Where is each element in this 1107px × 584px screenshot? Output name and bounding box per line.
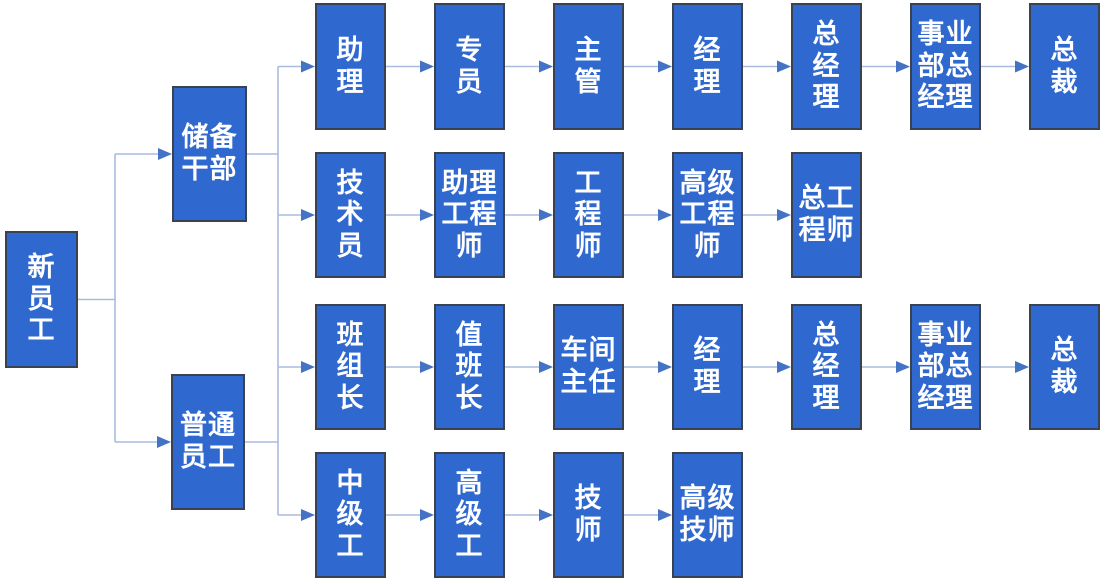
- flow-node-step: 主管: [553, 3, 624, 130]
- flow-node-label-line: 师: [693, 230, 722, 262]
- flow-node-label-line: 干部: [181, 154, 238, 185]
- flow-node-label-line: 技师: [679, 515, 736, 546]
- flow-node-label-line: 总: [812, 19, 841, 51]
- flow-node-label-line: 储备: [181, 122, 238, 154]
- flow-node-label-line: 理: [693, 66, 722, 98]
- flow-node-label-line: 总: [1050, 335, 1079, 367]
- flow-node-step: 专员: [434, 3, 505, 130]
- flow-node-label-line: 组: [336, 351, 365, 383]
- flow-node-label-line: 工程: [679, 199, 736, 231]
- flow-node-step: 经理: [672, 3, 743, 130]
- flow-node-label-line: 主: [574, 34, 603, 66]
- flow-node-label-line: 管: [574, 66, 603, 98]
- flow-node-label-line: 理: [693, 367, 722, 398]
- flow-node-label-line: 事业: [917, 319, 974, 351]
- flow-node-label-line: 助理: [441, 167, 498, 199]
- flow-node-label-line: 经: [693, 34, 722, 66]
- flow-node-step: 经理: [672, 304, 743, 430]
- flow-node-label-line: 车间: [560, 335, 617, 367]
- flow-node-step: 总经理: [791, 3, 862, 130]
- flow-node-label-line: 员: [27, 283, 56, 315]
- flow-node-step: 技师: [553, 452, 624, 578]
- flow-node-branch: 储备干部: [172, 86, 247, 222]
- flow-node-step: 总工程师: [791, 152, 862, 278]
- flow-node-label-line: 总: [812, 319, 841, 351]
- flow-node-step: 车间主任: [553, 304, 624, 430]
- flow-node-label-line: 理: [812, 82, 841, 114]
- flow-node-branch: 普通员工: [171, 374, 245, 510]
- flow-node-label-line: 裁: [1050, 367, 1079, 398]
- flow-node-label-line: 级: [336, 499, 365, 531]
- flow-node-label-line: 经: [812, 50, 841, 82]
- flow-node-label-line: 长: [336, 382, 365, 414]
- flow-node-step: 高级工: [434, 452, 505, 578]
- flow-node-label-line: 员工: [180, 442, 236, 473]
- flow-node-label-line: 理: [336, 66, 365, 98]
- flow-node-step: 班组长: [315, 304, 386, 430]
- flow-node-label-line: 工程: [441, 199, 498, 231]
- flow-node-label-line: 师: [574, 515, 603, 546]
- flow-node-step: 事业部总经理: [910, 3, 981, 130]
- flow-node-label-line: 普通: [180, 410, 236, 442]
- flow-node-label-line: 经: [812, 351, 841, 383]
- flow-node-label-line: 工: [336, 530, 365, 562]
- flow-node-label-line: 高级: [679, 167, 736, 199]
- flow-node-step: 总裁: [1029, 304, 1100, 430]
- flow-node-label-line: 员: [336, 230, 365, 262]
- flow-node-step: 高级技师: [672, 452, 743, 578]
- flow-node-step: 高级工程师: [672, 152, 743, 278]
- flow-node-label-line: 助: [336, 34, 365, 66]
- flow-node-label-line: 工: [574, 167, 603, 199]
- flow-node-label-line: 术: [336, 199, 365, 231]
- flow-node-step: 工程师: [553, 152, 624, 278]
- flow-node-step: 助理: [315, 3, 386, 130]
- flow-node-label-line: 师: [455, 230, 484, 262]
- flow-node-step: 中级工: [315, 452, 386, 578]
- flow-node-label-line: 专: [455, 34, 484, 66]
- flow-node-step: 总经理: [791, 304, 862, 430]
- flow-node-label-line: 部总: [917, 351, 974, 383]
- flow-node-label-line: 经: [693, 335, 722, 367]
- flow-node-label-line: 经理: [917, 382, 974, 414]
- flow-node-label-line: 师: [574, 230, 603, 262]
- flow-node-label-line: 技: [336, 167, 365, 199]
- flow-node-label-line: 技: [574, 483, 603, 515]
- flow-node-label-line: 部总: [917, 50, 974, 82]
- flow-node-label-line: 长: [455, 382, 484, 414]
- flow-node-root: 新员工: [5, 231, 78, 368]
- flow-node-label-line: 新: [27, 252, 56, 284]
- flow-node-step: 技术员: [315, 152, 386, 278]
- flow-node-label-line: 级: [455, 499, 484, 531]
- flow-node-label-line: 班: [455, 351, 484, 383]
- flow-node-label-line: 值: [455, 319, 484, 351]
- flow-node-label-line: 裁: [1050, 66, 1079, 98]
- flow-node-label-line: 总工: [798, 183, 855, 215]
- flow-node-label-line: 事业: [917, 19, 974, 51]
- flow-node-label-line: 主任: [560, 367, 617, 398]
- flow-node-label-line: 中: [336, 467, 365, 499]
- flow-node-label-line: 高级: [679, 483, 736, 515]
- flow-node-label-line: 程: [574, 199, 603, 231]
- flow-node-step: 总裁: [1029, 3, 1100, 130]
- flow-node-label-line: 总: [1050, 34, 1079, 66]
- flow-node-step: 事业部总经理: [910, 304, 981, 430]
- flow-node-label-line: 理: [812, 382, 841, 414]
- flow-node-label-line: 经理: [917, 82, 974, 114]
- flow-node-label-line: 高: [455, 467, 484, 499]
- flow-node-step: 助理工程师: [434, 152, 505, 278]
- flow-node-step: 值班长: [434, 304, 505, 430]
- flow-node-label-line: 程师: [798, 215, 855, 246]
- flow-node-label-line: 员: [455, 66, 484, 98]
- flow-node-label-line: 工: [455, 530, 484, 562]
- flow-node-label-line: 班: [336, 319, 365, 351]
- flow-node-label-line: 工: [27, 315, 56, 347]
